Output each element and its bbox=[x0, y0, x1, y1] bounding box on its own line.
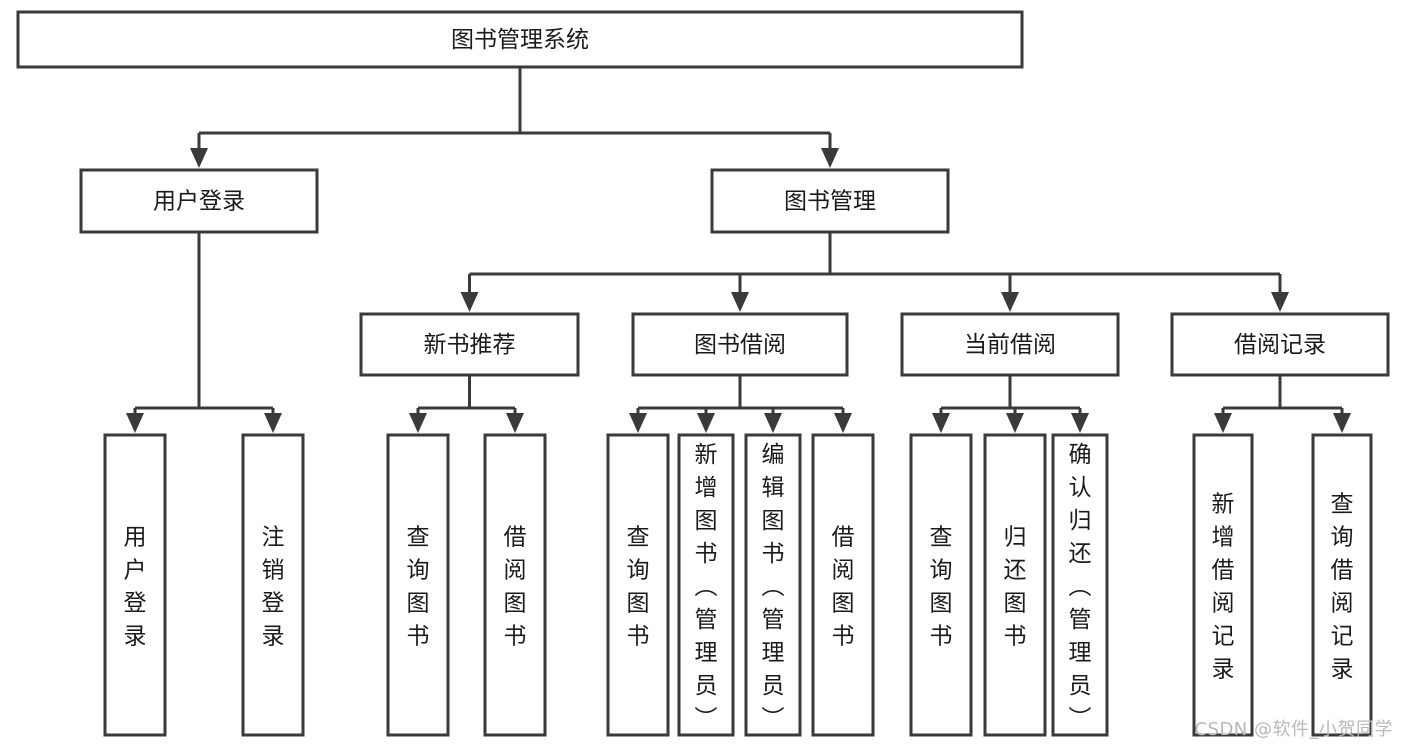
arrow-icon-book-borrow-0 bbox=[629, 413, 647, 433]
node-current-borrow[interactable]: 当前借阅 bbox=[900, 312, 1120, 377]
node-layer: 图书管理系统用户登录图书管理新书推荐图书借阅当前借阅借阅记录用户登录注销登录查询… bbox=[16, 10, 1390, 737]
node-label-leaf-edit-book: 编辑图书︵管理员︶ bbox=[762, 442, 785, 732]
node-leaf-borrow-book-1[interactable]: 借阅图书 bbox=[483, 433, 547, 737]
node-leaf-edit-book[interactable]: 编辑图书︵管理员︶ bbox=[744, 433, 802, 737]
node-label-new-book-rec: 新书推荐 bbox=[424, 332, 516, 358]
arrow-icon-book-borrow-1 bbox=[697, 413, 715, 433]
node-box-borrow-record bbox=[1170, 312, 1390, 377]
node-label-leaf-borrow-book-1: 借阅图书 bbox=[504, 525, 527, 650]
arrow-icon-user-login-1 bbox=[264, 413, 282, 433]
node-book-borrow[interactable]: 图书借阅 bbox=[631, 312, 849, 377]
arrow-icon-current-borrow-2 bbox=[1071, 413, 1089, 433]
node-borrow-record[interactable]: 借阅记录 bbox=[1170, 312, 1390, 377]
node-leaf-user-logout[interactable]: 注销登录 bbox=[241, 433, 305, 737]
node-new-book-rec[interactable]: 新书推荐 bbox=[359, 312, 580, 377]
node-book-manage[interactable]: 图书管理 bbox=[710, 168, 950, 234]
connector-borrow-record bbox=[1214, 375, 1351, 433]
node-label-leaf-add-book: 新增图书︵管理员︶ bbox=[695, 442, 718, 732]
node-leaf-confirm-return[interactable]: 确认归还︵管理员︶ bbox=[1051, 433, 1109, 737]
node-leaf-add-book[interactable]: 新增图书︵管理员︶ bbox=[677, 433, 735, 737]
node-label-leaf-return-book: 归还图书 bbox=[1004, 525, 1027, 650]
node-box-leaf-user-login bbox=[103, 433, 167, 737]
node-box-leaf-return-book bbox=[983, 433, 1047, 737]
node-label-book-borrow: 图书借阅 bbox=[694, 332, 786, 358]
node-label-leaf-query-book-3: 查询图书 bbox=[930, 525, 953, 650]
node-box-leaf-query-book-3 bbox=[909, 433, 973, 737]
edge-layer bbox=[126, 67, 1351, 433]
node-label-leaf-query-book-1: 查询图书 bbox=[407, 525, 430, 650]
arrow-icon-user-login-0 bbox=[126, 413, 144, 433]
arrow-icon-book-manage-1 bbox=[731, 292, 749, 312]
node-box-root bbox=[16, 10, 1024, 69]
arrow-icon-root-0 bbox=[190, 148, 208, 168]
node-root[interactable]: 图书管理系统 bbox=[16, 10, 1024, 69]
node-label-leaf-confirm-return: 确认归还︵管理员︶ bbox=[1069, 442, 1092, 732]
node-box-user-login bbox=[79, 168, 319, 234]
node-label-book-manage: 图书管理 bbox=[784, 189, 876, 215]
node-box-leaf-add-book bbox=[677, 433, 735, 737]
node-leaf-query-book-1[interactable]: 查询图书 bbox=[386, 433, 450, 737]
node-leaf-query-record[interactable]: 查询借阅记录 bbox=[1311, 433, 1373, 737]
node-box-leaf-user-logout bbox=[241, 433, 305, 737]
arrow-icon-root-1 bbox=[821, 148, 839, 168]
arrow-icon-current-borrow-0 bbox=[932, 413, 950, 433]
node-label-user-login: 用户登录 bbox=[153, 189, 245, 215]
node-label-leaf-add-record: 新增借阅记录 bbox=[1212, 492, 1235, 683]
node-box-leaf-borrow-book-2 bbox=[811, 433, 875, 737]
node-box-leaf-add-record bbox=[1192, 433, 1254, 737]
node-box-book-manage bbox=[710, 168, 950, 234]
arrow-icon-book-manage-0 bbox=[460, 292, 479, 312]
node-box-leaf-confirm-return bbox=[1051, 433, 1109, 737]
node-label-leaf-borrow-book-2: 借阅图书 bbox=[832, 525, 855, 650]
node-leaf-return-book[interactable]: 归还图书 bbox=[983, 433, 1047, 737]
connector-user-login bbox=[126, 232, 282, 433]
node-label-current-borrow: 当前借阅 bbox=[964, 332, 1056, 358]
node-leaf-query-book-2[interactable]: 查询图书 bbox=[606, 433, 670, 737]
node-box-new-book-rec bbox=[359, 312, 580, 377]
node-box-leaf-query-book-1 bbox=[386, 433, 450, 737]
node-leaf-borrow-book-2[interactable]: 借阅图书 bbox=[811, 433, 875, 737]
node-label-leaf-query-record: 查询借阅记录 bbox=[1331, 492, 1354, 683]
node-leaf-user-login[interactable]: 用户登录 bbox=[103, 433, 167, 737]
node-label-root: 图书管理系统 bbox=[451, 27, 589, 53]
arrow-icon-book-manage-2 bbox=[1001, 292, 1019, 312]
connector-book-borrow bbox=[629, 375, 852, 433]
arrow-icon-borrow-record-0 bbox=[1214, 413, 1232, 433]
node-user-login[interactable]: 用户登录 bbox=[79, 168, 319, 234]
node-label-leaf-user-logout: 注销登录 bbox=[262, 525, 285, 650]
node-label-leaf-user-login: 用户登录 bbox=[124, 525, 147, 650]
node-leaf-add-record[interactable]: 新增借阅记录 bbox=[1192, 433, 1254, 737]
arrow-icon-current-borrow-1 bbox=[1006, 413, 1024, 433]
connector-root bbox=[190, 67, 839, 168]
node-box-leaf-query-book-2 bbox=[606, 433, 670, 737]
node-box-leaf-borrow-book-1 bbox=[483, 433, 547, 737]
node-box-book-borrow bbox=[631, 312, 849, 377]
node-label-borrow-record: 借阅记录 bbox=[1234, 332, 1326, 358]
connector-current-borrow bbox=[932, 375, 1089, 433]
node-label-leaf-query-book-2: 查询图书 bbox=[627, 525, 650, 650]
node-box-leaf-edit-book bbox=[744, 433, 802, 737]
arrow-icon-book-borrow-3 bbox=[834, 413, 852, 433]
arrow-icon-book-borrow-2 bbox=[764, 413, 782, 433]
arrow-icon-new-book-rec-1 bbox=[506, 413, 524, 433]
node-box-leaf-query-record bbox=[1311, 433, 1373, 737]
node-box-current-borrow bbox=[900, 312, 1120, 377]
connector-new-book-rec bbox=[409, 375, 524, 433]
node-leaf-query-book-3[interactable]: 查询图书 bbox=[909, 433, 973, 737]
watermark-label: CSDN @软件_小贺同学 bbox=[1194, 719, 1393, 740]
arrow-icon-borrow-record-1 bbox=[1333, 413, 1351, 433]
arrow-icon-new-book-rec-0 bbox=[409, 413, 427, 433]
connector-book-manage bbox=[460, 232, 1289, 312]
arrow-icon-book-manage-3 bbox=[1271, 292, 1289, 312]
